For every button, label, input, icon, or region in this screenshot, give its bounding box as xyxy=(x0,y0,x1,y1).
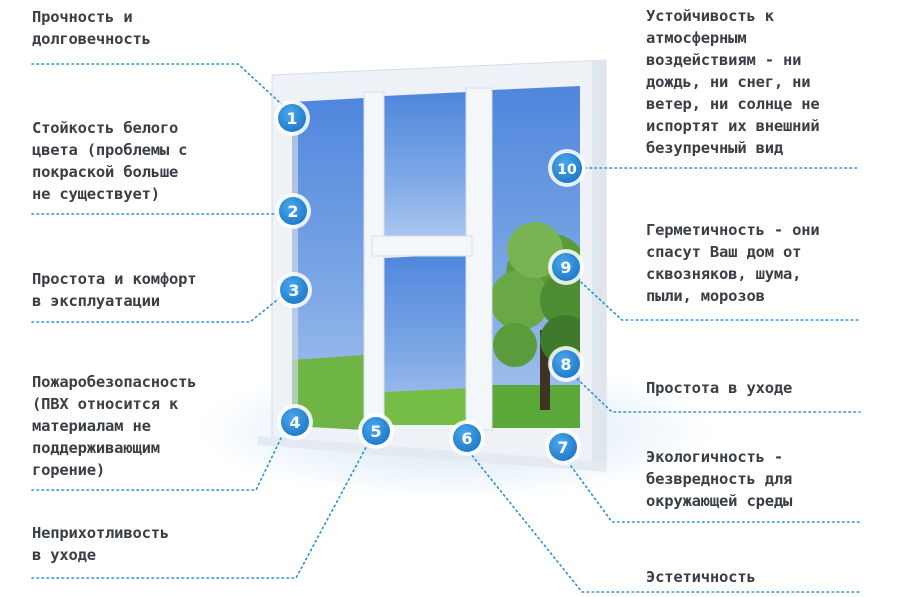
badge-6: 6 xyxy=(449,420,485,456)
badge-5: 5 xyxy=(358,413,394,449)
feature-8-label: Простота в уходе xyxy=(646,379,793,397)
svg-text:8: 8 xyxy=(560,355,571,374)
svg-text:7: 7 xyxy=(557,438,568,457)
feature-1-label: Прочность и долговечность xyxy=(32,8,151,48)
badge-8: 8 xyxy=(548,346,584,382)
mullion-2 xyxy=(465,87,493,431)
badge-10: 10 xyxy=(548,149,586,187)
tree xyxy=(492,222,580,428)
window-sill xyxy=(258,436,606,472)
badge-4: 4 xyxy=(277,404,313,440)
feature-9-label: Герметичность - они спасут Ваш дом от ск… xyxy=(646,221,820,305)
leader-lines xyxy=(31,63,861,593)
svg-text:1: 1 xyxy=(286,109,297,128)
feature-7-label: Экологичность - безвредность для окружаю… xyxy=(646,448,793,510)
svg-text:10: 10 xyxy=(557,162,577,178)
svg-text:2: 2 xyxy=(287,202,298,221)
svg-text:3: 3 xyxy=(288,281,299,300)
svg-text:9: 9 xyxy=(560,258,571,277)
glass-pane-mid-top xyxy=(384,92,466,238)
mullion-1 xyxy=(363,91,385,433)
transom xyxy=(371,235,473,257)
feature-5-label: Неприхотливость в уходе xyxy=(32,524,169,564)
badge-3: 3 xyxy=(276,272,312,308)
badge-9: 9 xyxy=(548,249,584,285)
svg-text:4: 4 xyxy=(289,413,300,432)
svg-text:5: 5 xyxy=(370,422,381,441)
glass-pane-left xyxy=(292,98,364,430)
feature-4-label: Пожаробезопасность (ПВХ относится к мате… xyxy=(32,373,197,479)
frame-side xyxy=(592,60,606,468)
glass-pane-mid-bottom xyxy=(384,254,466,424)
feature-10-label: Устойчивость к атмосферным воздействиям … xyxy=(646,7,820,157)
badge-2: 2 xyxy=(275,193,311,229)
feature-6-label: Эстетичность xyxy=(646,568,756,586)
badge-1: 1 xyxy=(274,100,310,136)
svg-text:6: 6 xyxy=(461,429,472,448)
feature-3-label: Простота и комфорт в эксплуатации xyxy=(32,270,197,310)
feature-2-label: Стойкость белого цвета (проблемы с покра… xyxy=(32,119,188,203)
badge-7: 7 xyxy=(545,429,581,465)
